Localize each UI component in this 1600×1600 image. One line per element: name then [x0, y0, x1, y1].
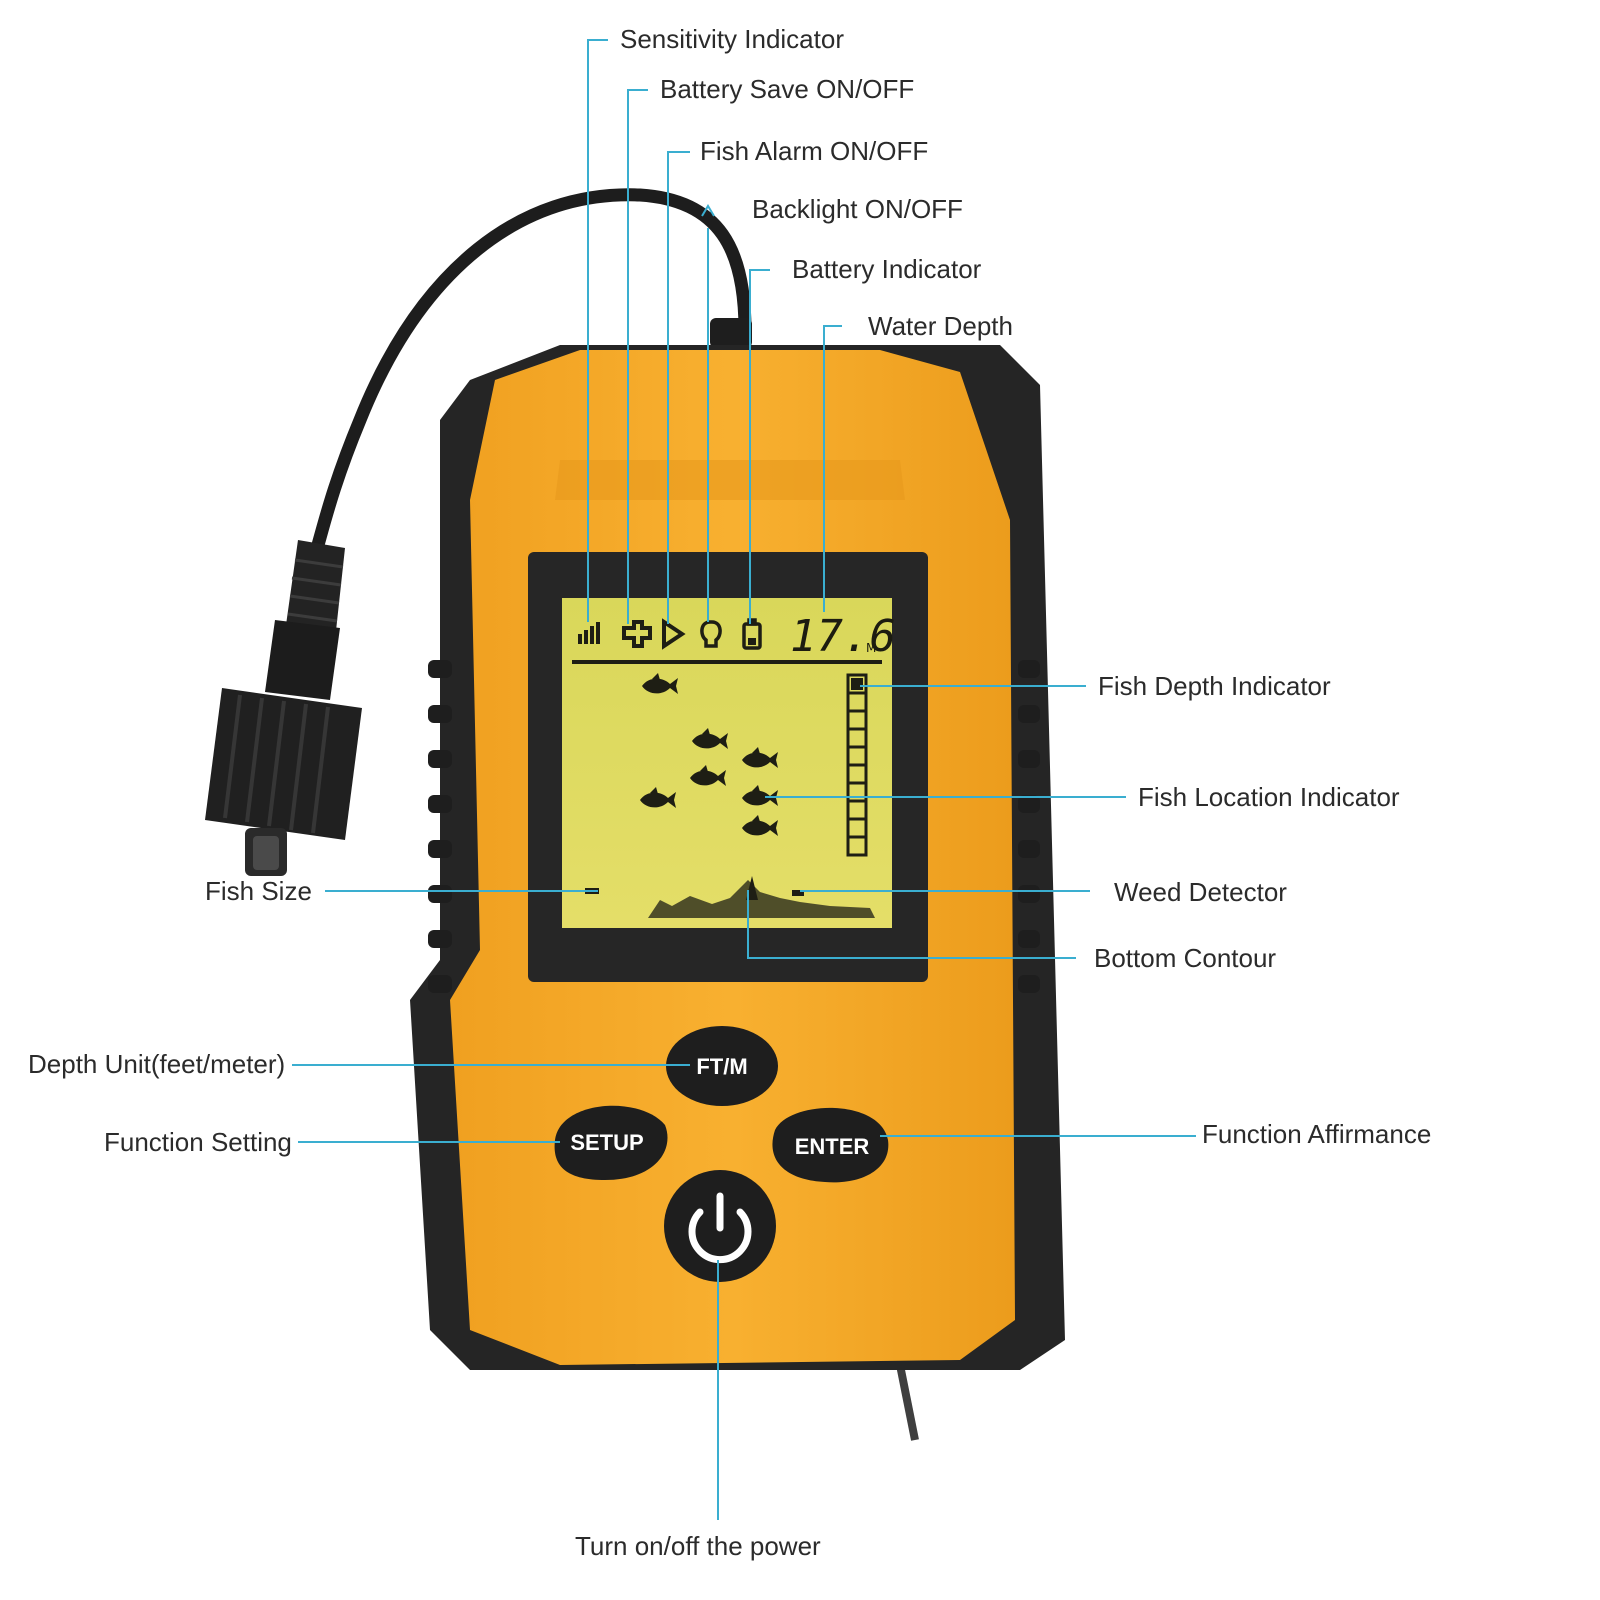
power-button[interactable]	[664, 1170, 776, 1282]
ftm-button[interactable]: FT/M	[666, 1026, 778, 1106]
label-battery-save: Battery Save ON/OFF	[660, 74, 914, 104]
label-backlight: Backlight ON/OFF	[752, 194, 963, 224]
fish-alarm-icon	[662, 618, 686, 650]
label-fish-alarm: Fish Alarm ON/OFF	[700, 136, 928, 166]
cable-connector	[205, 540, 362, 876]
enter-button[interactable]: ENTER	[772, 1107, 889, 1183]
sensitivity-icon	[578, 622, 600, 644]
label-fish-size: Fish Size	[205, 876, 312, 906]
setup-button[interactable]: SETUP	[554, 1105, 668, 1180]
fish-depth-indicator-bar	[846, 673, 868, 857]
label-weed-detector: Weed Detector	[1114, 877, 1287, 907]
battery-icon	[742, 618, 762, 650]
label-function-affirmance: Function Affirmance	[1202, 1119, 1431, 1149]
label-power: Turn on/off the power	[575, 1531, 821, 1561]
enter-button-label: ENTER	[795, 1134, 870, 1159]
label-battery-indicator: Battery Indicator	[792, 254, 982, 284]
label-sensitivity-indicator: Sensitivity Indicator	[620, 24, 844, 54]
backlight-icon	[700, 620, 722, 648]
power-icon	[688, 1192, 752, 1264]
label-function-setting: Function Setting	[104, 1127, 292, 1157]
battery-save-icon	[622, 620, 652, 648]
setup-button-label: SETUP	[570, 1130, 643, 1155]
callout-leaders	[292, 39, 1196, 1520]
ftm-button-label: FT/M	[696, 1054, 747, 1079]
lcd-display: 17.6 M	[528, 552, 928, 982]
label-water-depth: Water Depth	[868, 311, 1013, 341]
water-depth-unit: M	[866, 641, 876, 655]
label-fish-depth-indicator: Fish Depth Indicator	[1098, 671, 1331, 701]
label-fish-location-indicator: Fish Location Indicator	[1138, 782, 1400, 812]
callout-labels: Sensitivity Indicator Battery Save ON/OF…	[28, 24, 1431, 1561]
water-depth-value: 17.6	[790, 611, 896, 662]
label-depth-unit: Depth Unit(feet/meter)	[28, 1049, 285, 1079]
transducer-cable	[311, 188, 919, 1441]
label-bottom-contour: Bottom Contour	[1094, 943, 1276, 973]
